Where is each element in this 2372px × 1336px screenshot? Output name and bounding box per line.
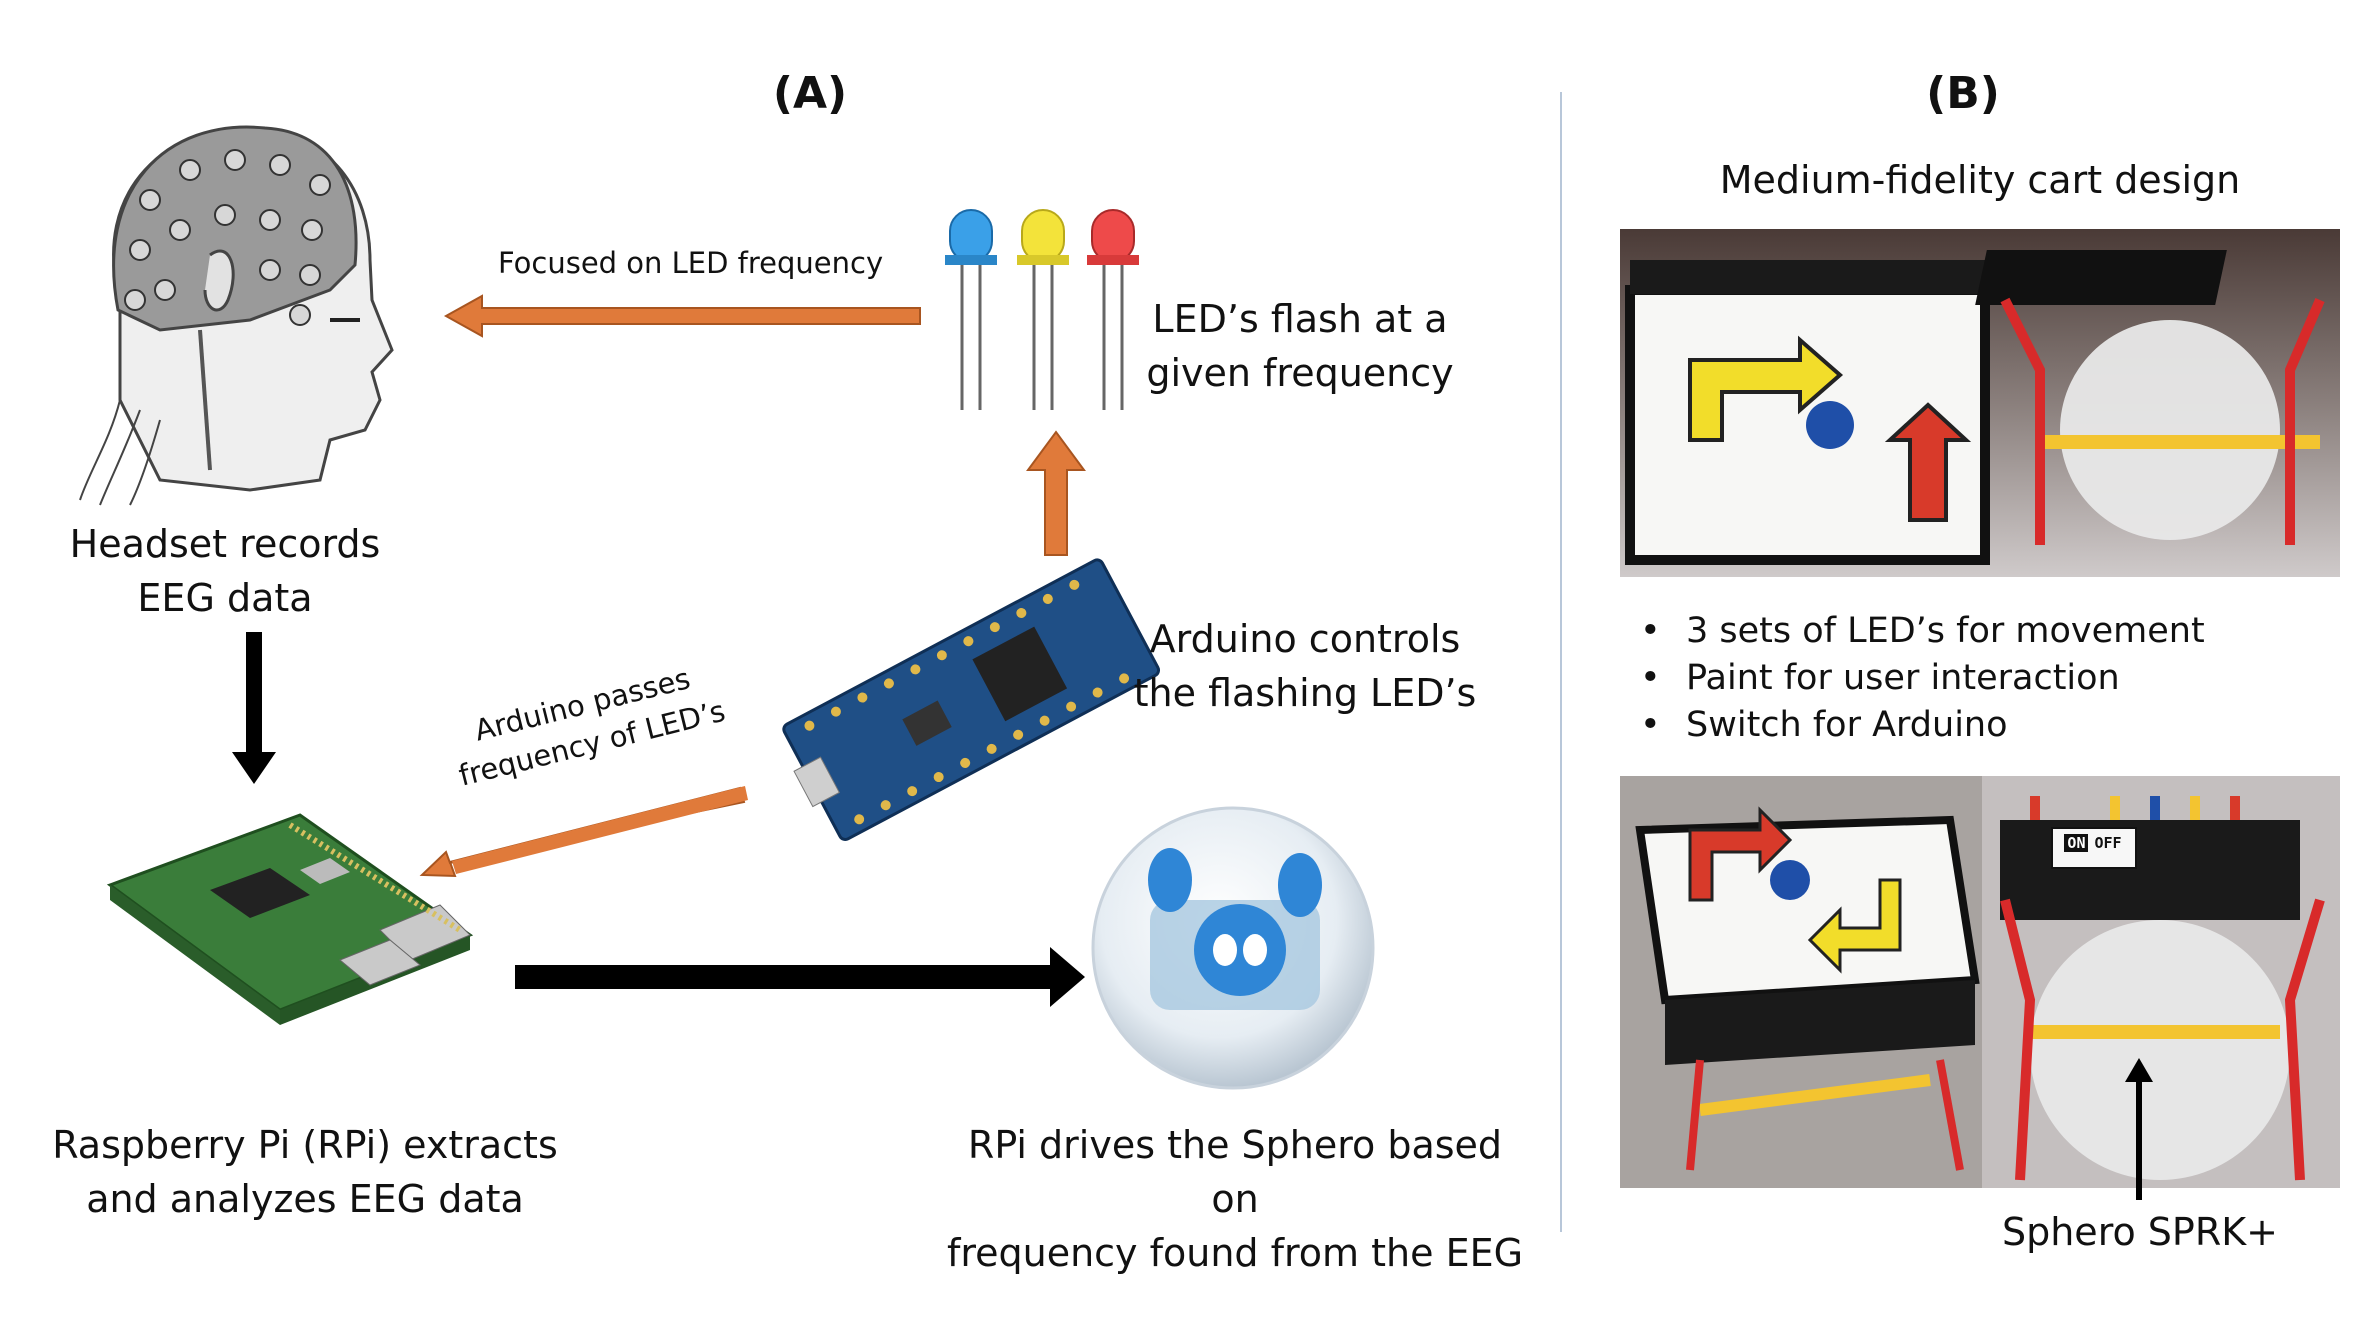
caption-leds-line1: LED’s flash at a bbox=[1152, 297, 1448, 341]
arrow-leds-to-headset bbox=[443, 294, 921, 338]
bullet-dot-icon: • bbox=[1640, 658, 1661, 698]
sphero-sprk-label: Sphero SPRK+ bbox=[2001, 1210, 2279, 1254]
caption-sphero-line2: frequency found from the EEG bbox=[946, 1231, 1524, 1275]
caption-headset: Headset records EEG data bbox=[60, 517, 390, 625]
switch-off-text: OFF bbox=[2094, 834, 2122, 852]
cart-photo-bottom-right bbox=[1982, 776, 2340, 1188]
led-illustration bbox=[945, 209, 1139, 410]
arrow-label-focused: Focused on LED frequency bbox=[498, 246, 884, 280]
bullet-text: Paint for user interaction bbox=[1686, 658, 2120, 698]
arrow-arduino-to-leds bbox=[1026, 430, 1086, 556]
caption-rpi: Raspberry Pi (RPi) extracts and analyzes… bbox=[50, 1118, 560, 1226]
arduino-board-illustration bbox=[782, 558, 1161, 842]
bullet-item: • 3 sets of LED’s for movement bbox=[1630, 608, 2205, 655]
caption-rpi-line2: and analyzes EEG data bbox=[86, 1177, 524, 1221]
caption-sphero: RPi drives the Sphero based on frequency… bbox=[940, 1118, 1530, 1280]
arrow-rpi-to-sphero bbox=[515, 947, 1085, 1007]
caption-sphero-line1: RPi drives the Sphero based on bbox=[967, 1123, 1503, 1221]
panel-divider bbox=[1560, 92, 1562, 1232]
cart-photo-top bbox=[1620, 229, 2340, 577]
caption-arduino-line2: the flashing LED’s bbox=[1133, 671, 1477, 715]
caption-leds-line2: given frequency bbox=[1146, 351, 1454, 395]
caption-rpi-line1: Raspberry Pi (RPi) extracts bbox=[52, 1123, 558, 1167]
arrow-headset-to-rpi bbox=[232, 632, 276, 784]
bullet-dot-icon: • bbox=[1640, 611, 1661, 651]
bullet-text: 3 sets of LED’s for movement bbox=[1686, 611, 2205, 651]
bullet-item: • Paint for user interaction bbox=[1630, 655, 2205, 702]
arrow-sphero-label bbox=[2125, 1058, 2153, 1200]
cart-design-title: Medium-fidelity cart design bbox=[1719, 158, 2241, 202]
panel-a-label: (A) bbox=[772, 68, 848, 119]
caption-leds: LED’s flash at a given frequency bbox=[1140, 292, 1460, 400]
caption-headset-line2: EEG data bbox=[137, 576, 313, 620]
feature-bullet-list: • 3 sets of LED’s for movement • Paint for… bbox=[1630, 608, 2205, 749]
eeg-headset-illustration bbox=[79, 125, 394, 506]
switch-on-text: ON bbox=[2064, 834, 2089, 852]
bullet-text: Switch for Arduino bbox=[1686, 705, 2008, 745]
arrow-arduino-to-rpi bbox=[419, 786, 748, 878]
caption-headset-line1: Headset records bbox=[69, 522, 381, 566]
switch-label: ON OFF bbox=[2056, 834, 2132, 852]
bullet-dot-icon: • bbox=[1640, 705, 1661, 745]
caption-arduino: Arduino controls the flashing LED’s bbox=[1130, 612, 1480, 720]
panel-b-label: (B) bbox=[1926, 68, 2000, 119]
caption-arduino-line1: Arduino controls bbox=[1149, 617, 1461, 661]
sphero-illustration bbox=[1091, 806, 1375, 1090]
raspberry-pi-illustration bbox=[106, 813, 474, 1025]
cart-photo-bottom-left bbox=[1620, 776, 1982, 1188]
bullet-item: • Switch for Arduino bbox=[1630, 702, 2205, 749]
